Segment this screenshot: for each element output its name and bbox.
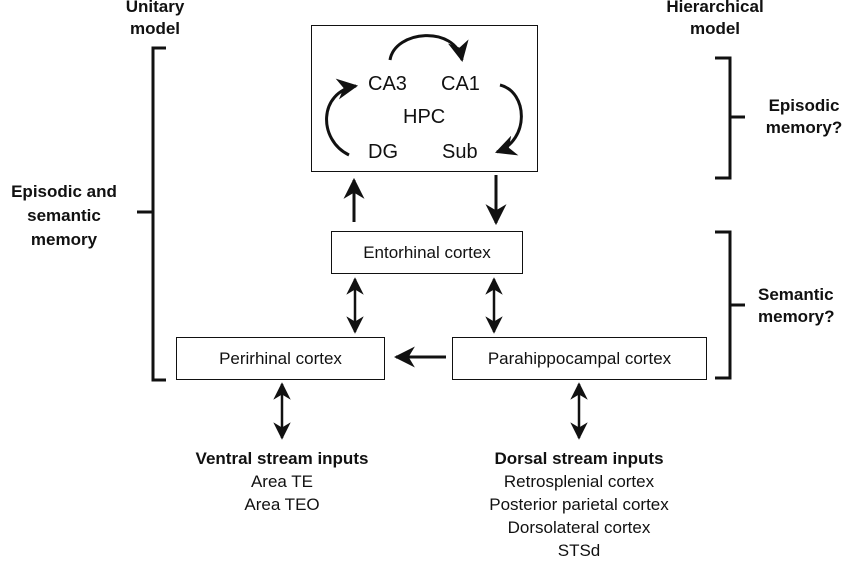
entorhinal-cortex-label: Entorhinal cortex <box>363 242 491 262</box>
dorsal-item: STSd <box>557 541 601 560</box>
dorsal-item: Retrosplenial cortex <box>503 472 655 491</box>
dorsal-stream-inputs: Dorsal stream inputs Retrosplenial corte… <box>446 447 712 562</box>
unitary-model-title: Unitary model <box>120 0 190 40</box>
ventral-stream-inputs: Ventral stream inputs Area TE Area TEO <box>160 447 404 516</box>
semantic-bracket <box>715 230 732 380</box>
unitary-label-line3: memory <box>30 230 98 249</box>
hierarchical-title-line1: Hierarchical <box>666 0 764 16</box>
ca3-label: CA3 <box>368 73 407 95</box>
unitary-label-line1: Episodic and <box>11 182 117 201</box>
dorsal-item: Posterior parietal cortex <box>489 495 669 514</box>
parahippocampal-cortex-label: Parahippocampal cortex <box>487 348 672 368</box>
ca1-label: CA1 <box>441 73 480 95</box>
arrow-ca3-to-ca1 <box>388 34 469 63</box>
hierarchical-title-line2: model <box>689 19 741 38</box>
episodic-label-line2: memory? <box>765 118 843 137</box>
hippocampus-box: CA3 CA1 HPC DG Sub <box>311 25 538 172</box>
episodic-bracket <box>715 56 732 180</box>
ventral-stream-title: Ventral stream inputs <box>195 449 369 468</box>
unitary-bracket <box>151 46 166 382</box>
semantic-label-line1: Semantic <box>758 285 834 304</box>
hierarchical-model-title: Hierarchical model <box>655 0 775 40</box>
semantic-label-line2: memory? <box>758 307 835 326</box>
arrow-dg-to-ca3 <box>325 78 359 157</box>
entorhinal-cortex-box: Entorhinal cortex <box>331 231 523 274</box>
sub-label: Sub <box>442 141 478 163</box>
episodic-bracket-label: Episodic memory? <box>758 95 850 139</box>
unitary-title-line1: Unitary <box>125 0 185 16</box>
parahippocampal-cortex-box: Parahippocampal cortex <box>452 337 707 380</box>
arrow-ca1-to-sub <box>495 83 523 156</box>
perirhinal-cortex-box: Perirhinal cortex <box>176 337 385 380</box>
hpc-label: HPC <box>403 106 446 128</box>
dorsal-item: Dorsolateral cortex <box>507 518 651 537</box>
perirhinal-cortex-label: Perirhinal cortex <box>219 348 342 368</box>
dorsal-stream-title: Dorsal stream inputs <box>494 449 664 468</box>
semantic-bracket-label: Semantic memory? <box>758 284 850 328</box>
ventral-item: Area TE <box>250 472 314 491</box>
unitary-bracket-label: Episodic and semantic memory <box>0 180 128 252</box>
unitary-title-line2: model <box>129 19 181 38</box>
unitary-label-line2: semantic <box>27 206 101 225</box>
dg-label: DG <box>368 141 398 163</box>
ventral-item: Area TEO <box>244 495 320 514</box>
episodic-label-line1: Episodic <box>768 96 840 115</box>
